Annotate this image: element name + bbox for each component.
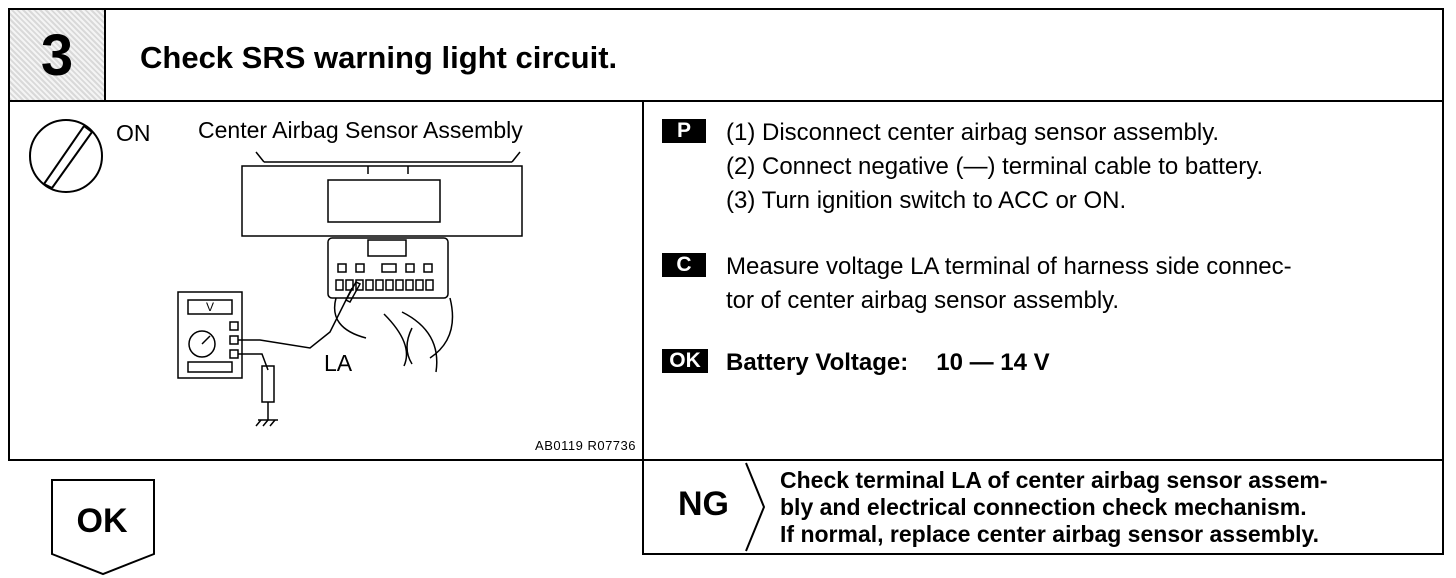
ng-result-box: NG Check terminal LA of center airbag se… [642, 459, 1444, 555]
diagram-panel: V ON Center Airbag Sensor Assembly LA AB… [8, 100, 644, 461]
ok-next-label: OK [76, 502, 128, 540]
assembly-label: Center Airbag Sensor Assembly [198, 117, 523, 143]
check-tag: C [662, 253, 706, 277]
ng-line-3: If normal, replace center airbag sensor … [780, 521, 1320, 547]
chevron-right-icon [745, 462, 766, 552]
check-section: C [662, 250, 706, 277]
ng-label: NG [678, 485, 729, 523]
harness-connector-icon [327, 237, 454, 373]
ok-tag: OK [662, 349, 708, 373]
ng-instructions: Check terminal LA of center airbag senso… [780, 467, 1328, 548]
ok-down-arrow-icon [51, 479, 155, 576]
result-text: Battery Voltage: 10 — 14 V [726, 346, 1050, 380]
check-line-2: tor of center airbag sensor assembly. [726, 287, 1120, 314]
terminal-la-label: LA [324, 350, 353, 376]
result-section: OK [662, 346, 708, 373]
airbag-sensor-assembly-icon [241, 165, 523, 237]
preparation-step-1: (1) Disconnect center airbag sensor asse… [726, 119, 1220, 146]
figure-code: AB0119 R07736 [535, 438, 636, 453]
instructions-panel: P (1) Disconnect center airbag sensor as… [642, 100, 1444, 461]
ng-line-1: Check terminal LA of center airbag senso… [780, 467, 1328, 493]
step-number-box: 3 [8, 8, 106, 102]
ignition-switch-icon [29, 119, 103, 193]
meter-scale-label: V [206, 300, 214, 314]
check-line-1: Measure voltage LA terminal of harness s… [726, 253, 1292, 280]
wiring-diagram: V [29, 119, 523, 427]
result-value: 10 — 14 V [936, 349, 1050, 376]
step-number: 3 [40, 22, 74, 88]
step-title: Check SRS warning light circuit. [140, 40, 618, 75]
result-label: Battery Voltage: [726, 349, 909, 376]
preparation-tag: P [662, 119, 706, 143]
preparation-section: P [662, 116, 706, 143]
preparation-step-2: (2) Connect negative (—) terminal cable … [726, 153, 1264, 180]
probe-leads [238, 281, 362, 427]
step-title-box: Check SRS warning light circuit. [104, 8, 1444, 102]
ng-line-2: bly and electrical connection check mech… [780, 494, 1307, 520]
assembly-bracket [255, 151, 521, 163]
preparation-step-3: (3) Turn ignition switch to ACC or ON. [726, 187, 1127, 214]
switch-on-label: ON [116, 120, 151, 146]
check-text: Measure voltage LA terminal of harness s… [726, 250, 1292, 318]
preparation-steps: (1) Disconnect center airbag sensor asse… [726, 116, 1263, 218]
